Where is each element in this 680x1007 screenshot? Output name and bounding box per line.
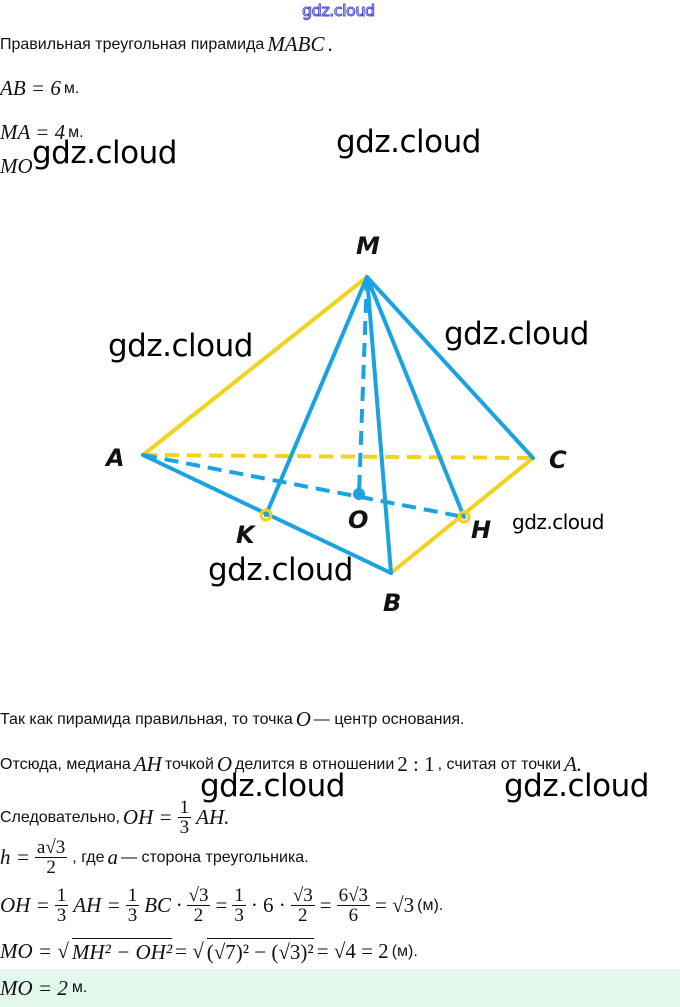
text: — сторона треугольника. (121, 848, 309, 866)
math: AH (133, 752, 162, 776)
text: Отсюда, медиана (0, 755, 131, 773)
given-mo: MO (0, 154, 33, 179)
edge-mc (365, 275, 535, 460)
math: BC · (144, 893, 182, 917)
math: h = (0, 845, 30, 869)
edge-ma (141, 275, 369, 457)
math: AH = (73, 893, 121, 917)
text: Так как пирамида правильная, то точка (0, 710, 293, 728)
ab-math: AB = 6 (0, 76, 61, 100)
math: OH = (0, 893, 50, 917)
math: OH = (122, 805, 173, 829)
math: 2 : 1 (397, 752, 435, 776)
solution-line-1: Так как пирамида правильная, то точка O … (0, 707, 465, 732)
median-ah-dashed (142, 453, 465, 519)
math: a (107, 845, 119, 869)
label-c: C (549, 446, 567, 474)
solution-line-6: MO = √ MH² − OH² = √ (√7)² − (√3)² = √4 … (0, 938, 418, 965)
ma-math: MA = 4 (0, 120, 66, 144)
text: , считая от точки (437, 755, 562, 773)
answer-math: MO = 2 (0, 975, 68, 1000)
unit: (м). (391, 942, 418, 960)
math: O (216, 752, 233, 776)
text: точкой (164, 755, 214, 773)
pyramid-diagram: M A C B K O H (104, 232, 567, 617)
unit: м. (68, 123, 84, 141)
text: , где (72, 848, 105, 866)
point-k (259, 508, 273, 522)
watermark: gdz.cloud (512, 510, 604, 534)
solution-line-2: Отсюда, медиана AH точкой O делится в от… (0, 752, 582, 777)
math: MO = √ (0, 939, 69, 963)
text: делится в отношении (235, 755, 395, 773)
math: A. (564, 752, 583, 776)
header-watermark: gdz.cloud (302, 1, 376, 21)
watermark: gdz.cloud (108, 328, 253, 364)
math: · 6 · (250, 893, 286, 917)
edge-ac-dashed (142, 453, 534, 460)
math: = √ (175, 939, 204, 963)
text: Следовательно, (0, 808, 120, 826)
math: = (215, 893, 228, 917)
math: = √3 (375, 893, 415, 917)
height-mo-dashed (357, 276, 369, 495)
text: — центр основания. (313, 710, 465, 728)
label-b: B (383, 589, 401, 617)
watermark: gdz.cloud (208, 552, 353, 588)
unit: м. (63, 79, 80, 97)
radicand: (√7)² − (√3)² (206, 938, 314, 964)
edge-mk (264, 275, 369, 517)
edge-mh (365, 275, 466, 519)
label-o: O (348, 506, 368, 534)
watermark: gdz.cloud (32, 135, 177, 171)
math: = (319, 893, 332, 917)
watermark: gdz.cloud (504, 768, 649, 804)
given-title-text: Правильная треугольная пирамида (0, 35, 265, 53)
math: = √4 = 2 (316, 939, 389, 963)
label-a: A (104, 444, 125, 472)
unit: (м). (417, 896, 444, 914)
math: O (295, 707, 311, 731)
point-h (457, 510, 471, 524)
edge-mb (365, 275, 393, 575)
radicand: MH² − OH² (71, 938, 173, 964)
given-title: Правильная треугольная пирамида MABC. (0, 32, 333, 56)
mo-math: MO (0, 154, 33, 178)
math: AH. (196, 805, 230, 829)
watermark: gdz.cloud (444, 316, 589, 352)
given-title-math: MABC (267, 32, 325, 56)
watermark: gdz.cloud (200, 768, 345, 804)
label-h: H (471, 516, 491, 544)
unit: м. (71, 979, 88, 996)
point-o (353, 488, 365, 500)
label-k: K (236, 521, 257, 549)
answer-box: MO = 2 м. (0, 969, 680, 1007)
label-m: M (356, 232, 380, 260)
given-ma: MA = 4 м. (0, 120, 84, 145)
given-ab: AB = 6 м. (0, 76, 79, 101)
watermark: gdz.cloud (336, 124, 481, 160)
